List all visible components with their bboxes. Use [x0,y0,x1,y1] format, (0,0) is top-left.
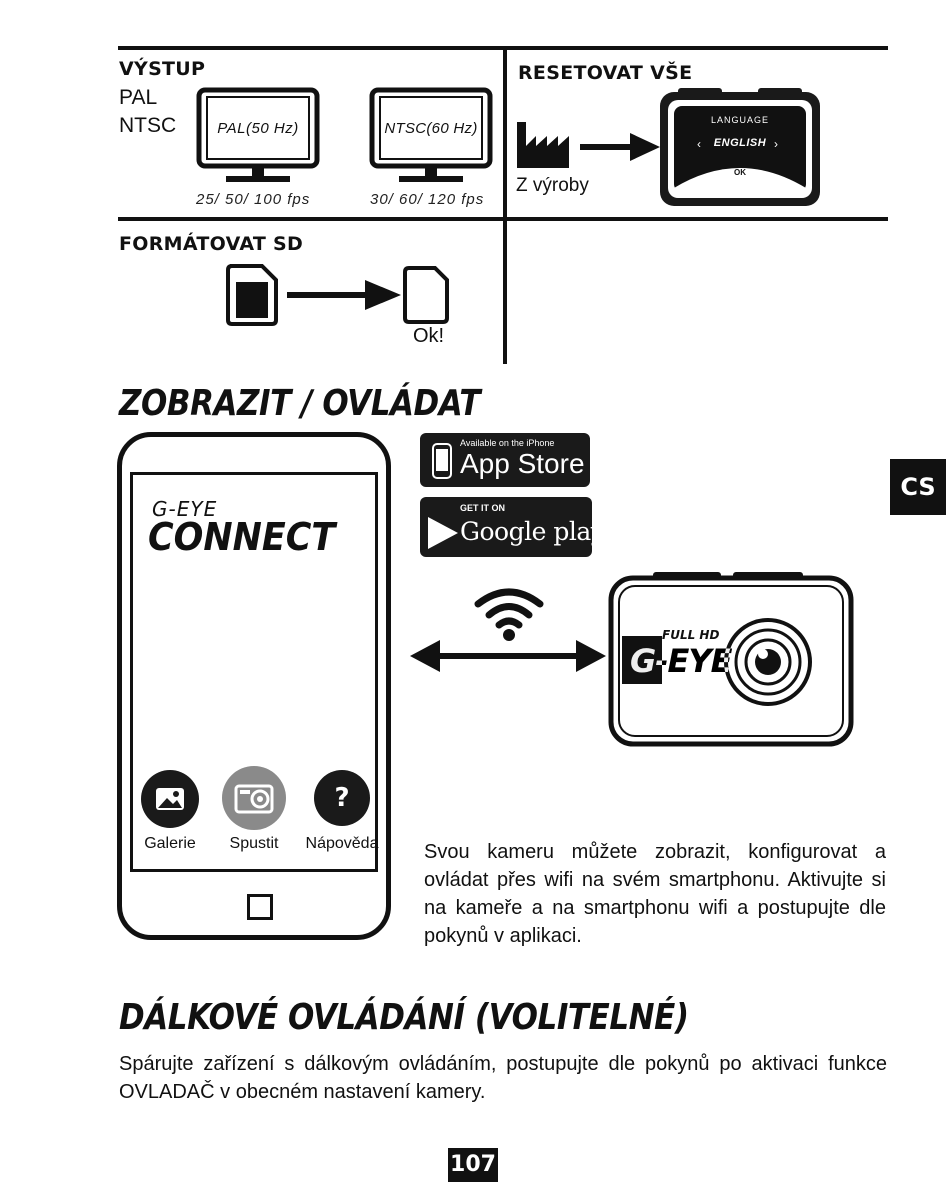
camera-language-screen-icon [658,86,822,210]
camera-screen-top-label: LANGUAGE [710,115,769,125]
format-section-title: FORMÁTOVAT SD [119,233,304,255]
camera-screen-ok-label: OK [734,168,746,177]
camera-logo: G-EYE [630,642,732,680]
help-label: Nápověda [305,835,379,852]
camera-screen-right-chevron-icon: › [774,137,778,151]
app-brand-top: G-EYE [152,497,218,521]
gallery-icon [156,788,184,810]
factory-arrow-icon [580,132,660,162]
ntsc-monitor-label: NTSC(60 Hz) [384,120,478,137]
app-store-small-text: Available on the iPhone [460,438,555,448]
start-button[interactable] [222,766,286,830]
app-store-badge[interactable]: Available on the iPhone App Store [420,433,590,487]
factory-icon [517,122,569,168]
remote-heading: DÁLKOVÉ OVLÁDÁNÍ (VOLITELNÉ) [119,997,689,1038]
smartphone-screen [130,472,378,872]
sd-card-full-icon [226,264,278,326]
ntsc-monitor-icon [369,87,493,187]
help-icon: ? [334,783,350,813]
camera-screen-language-value: ENGLISH [713,137,767,149]
output-option-ntsc: NTSC [119,114,177,137]
ntsc-fps-label: 30/ 60/ 120 fps [370,191,485,208]
app-brand-main: CONNECT [148,515,336,559]
start-label: Spustit [229,835,279,852]
gallery-button[interactable] [141,770,199,828]
pal-fps-label: 25/ 50/ 100 fps [196,191,311,208]
google-play-small-text: GET IT ON [460,503,505,513]
camera-fullhd-badge: FULL HD [662,628,720,642]
wifi-icon [474,586,544,642]
output-section-title: VÝSTUP [119,58,206,80]
language-tab: CS [890,459,946,515]
smartphone [117,432,391,940]
google-play-big-text: Google play [460,517,605,546]
display-paragraph: Svou kameru můžete zobrazit, konfigurova… [424,841,886,947]
reset-section-title: RESETOVAT VŠE [518,62,693,84]
double-arrow-icon [410,639,606,673]
table-column-divider [503,46,507,364]
factory-label: Z výroby [516,175,589,196]
pal-monitor-icon [196,87,320,187]
output-option-pal: PAL [119,86,158,109]
sd-card-empty-icon [403,266,449,324]
help-button[interactable]: ? [314,770,370,826]
remote-paragraph: Spárujte zařízení s dálkovým ovládáním, … [119,1053,887,1103]
home-button-icon[interactable] [247,894,273,920]
camera-screen-left-chevron-icon: ‹ [697,137,701,151]
google-play-badge[interactable]: GET IT ON Google play [420,497,605,557]
page-number: 107 [448,1148,498,1182]
camera-start-icon [234,784,274,814]
app-store-big-text: App Store [460,448,585,479]
display-control-heading: ZOBRAZIT / OVLÁDAT [119,383,481,424]
play-triangle-icon [428,517,458,549]
format-ok-label: Ok! [413,325,445,347]
format-arrow-icon [287,279,401,311]
action-camera-icon [608,570,854,748]
gallery-label: Galerie [144,835,196,852]
pal-monitor-label: PAL(50 Hz) [217,120,299,137]
phone-icon [432,443,452,479]
